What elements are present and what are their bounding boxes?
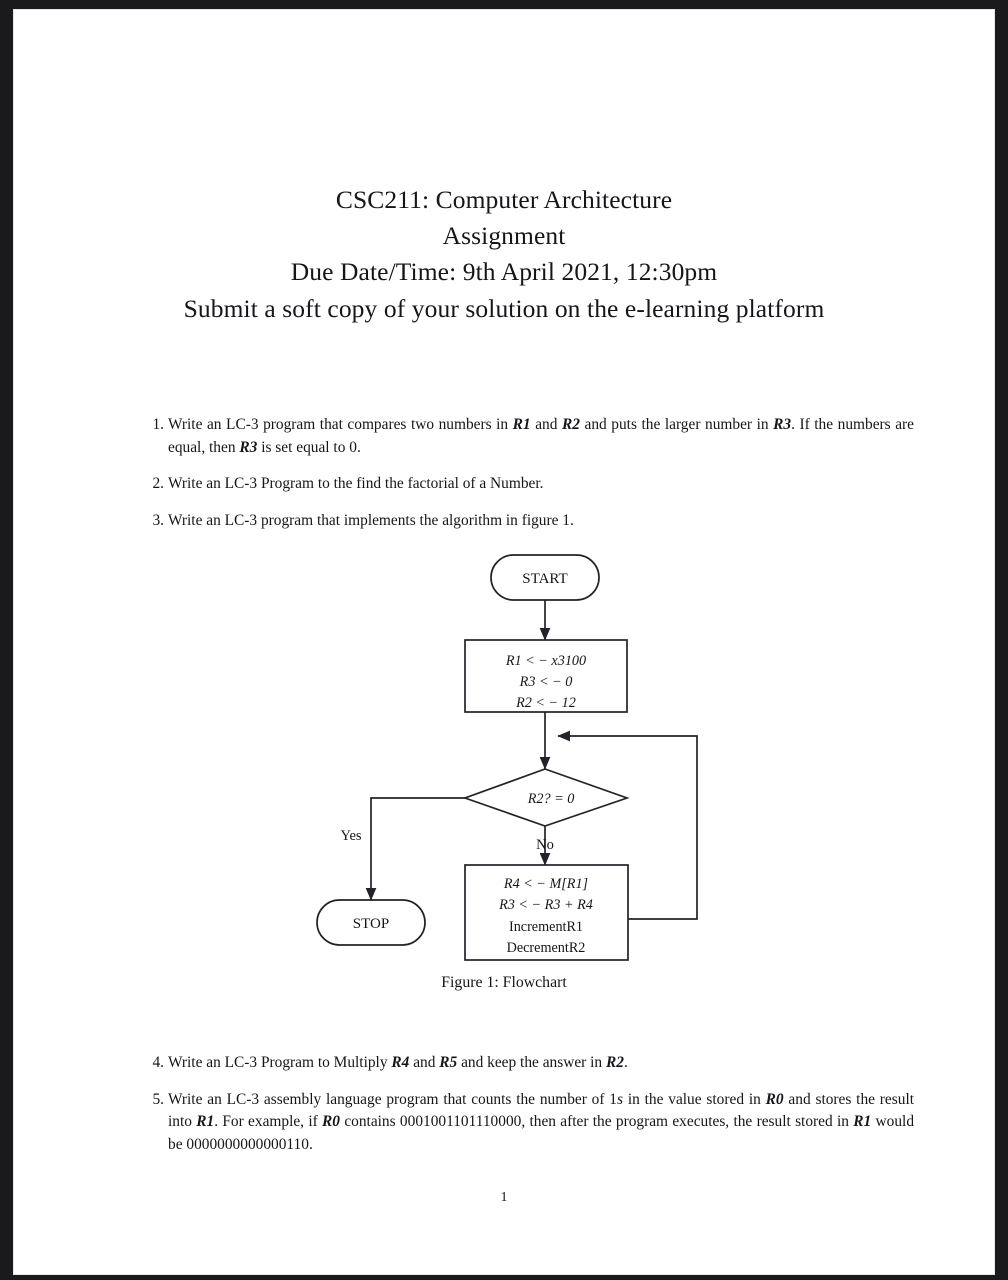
document-title-block: CSC211: Computer Architecture Assignment… <box>14 182 994 327</box>
text-segment: R3 <box>773 416 792 433</box>
text-segment: is set equal to 0. <box>257 438 361 456</box>
title-line-due-date: Due Date/Time: 9th April 2021, 12:30pm <box>290 257 718 287</box>
list-item-text: Write an LC-3 Program to Multiply R4 and… <box>168 1052 914 1075</box>
figure-caption: Figure 1: Flowchart <box>441 974 567 991</box>
node-stop <box>316 899 426 946</box>
node-process-line-4: DecrementR2 <box>507 940 586 956</box>
branch-label-no: No <box>536 837 554 853</box>
page-number: 1 <box>500 1190 508 1205</box>
text-segment: . For example, if <box>214 1113 323 1131</box>
text-segment: . <box>308 1135 313 1153</box>
node-init <box>464 639 628 713</box>
node-stop-label: STOP <box>353 916 389 932</box>
text-segment: s <box>617 1090 624 1108</box>
text-segment: R2 <box>605 1054 624 1071</box>
connector-decision-yes-to-stop <box>365 797 465 901</box>
text-segment: . <box>623 1054 628 1071</box>
text-segment: Write an LC-3 Program to Multiply <box>168 1054 392 1071</box>
text-segment: and keep the answer in <box>457 1054 606 1071</box>
text-segment: , then after the program executes, the r… <box>521 1113 854 1131</box>
list-item: 4.Write an LC-3 Program to Multiply R4 a… <box>142 1052 914 1075</box>
list-item-number: 4. <box>152 1054 164 1071</box>
text-segment: R1 <box>853 1113 872 1131</box>
text-segment: Write an LC-3 program that implements th… <box>168 511 574 529</box>
text-segment: R1 <box>196 1113 215 1131</box>
text-segment: Write an LC-3 Program to the find the fa… <box>168 475 544 493</box>
text-segment: R0 <box>765 1090 784 1108</box>
text-segment: Write an LC-3 assembly language program … <box>168 1090 618 1108</box>
text-segment: in the value stored in <box>623 1090 766 1108</box>
list-item-text: Write an LC-3 program that implements th… <box>168 510 914 533</box>
node-start-label: START <box>522 571 567 587</box>
node-start <box>490 554 600 601</box>
node-init-line-1: R1 < − x3100 <box>505 653 586 669</box>
text-segment: and puts the larger number in <box>579 416 774 433</box>
list-item: 1.Write an LC-3 program that compares tw… <box>142 414 914 459</box>
text-segment: contains <box>340 1113 400 1131</box>
list-item-text: Write an LC-3 Program to the find the fa… <box>168 473 914 496</box>
text-segment: and <box>530 416 562 433</box>
node-init-line-2: R3 < − 0 <box>519 674 573 690</box>
node-decision <box>462 768 630 827</box>
page-content: CSC211: Computer Architecture Assignment… <box>14 10 994 1274</box>
node-process-line-1: R4 < − M[R1] <box>503 876 588 892</box>
list-item-number: 2. <box>152 475 164 493</box>
branch-label-yes: Yes <box>340 828 361 844</box>
text-segment: would be <box>168 1113 915 1153</box>
text-segment: R3 <box>239 438 258 456</box>
title-line-submission: Submit a soft copy of your solution on t… <box>183 293 825 323</box>
text-segment: R5 <box>439 1054 458 1071</box>
list-item-text: Write an LC-3 program that compares two … <box>168 414 914 459</box>
node-process-line-3: IncrementR1 <box>509 919 583 935</box>
node-init-line-3: R2 < − 12 <box>515 695 576 711</box>
text-segment: R4 <box>391 1054 410 1071</box>
list-item-number: 1. <box>152 416 164 433</box>
document-page: CSC211: Computer Architecture Assignment… <box>14 10 994 1274</box>
text-segment: 0001001101110000 <box>399 1113 522 1131</box>
list-item-number: 3. <box>152 511 164 529</box>
list-item-number: 5. <box>152 1090 164 1108</box>
text-segment: and <box>409 1054 440 1071</box>
node-process-line-2: R3 < − R3 + R4 <box>498 897 593 913</box>
title-line-course: CSC211: Computer Architecture <box>335 185 673 214</box>
title-line-assignment: Assignment <box>442 221 566 251</box>
figure-1: START R1 < − x3100 R3 < − 0 R2 < − 12 R2… <box>14 544 994 991</box>
list-item: 2.Write an LC-3 Program to the find the … <box>142 473 914 496</box>
flowchart-svg: START R1 < − x3100 R3 < − 0 R2 < − 12 R2… <box>316 554 698 961</box>
flowchart: START R1 < − x3100 R3 < − 0 R2 < − 12 R2… <box>14 544 994 964</box>
question-list-bottom: 4.Write an LC-3 Program to Multiply R4 a… <box>142 1052 914 1171</box>
list-item: 5.Write an LC-3 assembly language progra… <box>142 1089 914 1157</box>
node-decision-label: R2? = 0 <box>527 791 575 807</box>
question-list-top: 1.Write an LC-3 program that compares tw… <box>142 414 914 547</box>
connector-loop-back <box>557 730 698 920</box>
text-segment: R0 <box>322 1113 341 1131</box>
text-segment: R2 <box>561 416 580 433</box>
text-segment: . If the numbers are equal, then <box>168 416 914 456</box>
text-segment: R1 <box>512 416 531 433</box>
list-item-text: Write an LC-3 assembly language program … <box>168 1089 914 1157</box>
text-segment: 0000000000000110 <box>186 1135 309 1153</box>
node-process <box>464 864 629 961</box>
text-segment: and stores the result into <box>168 1090 914 1131</box>
text-segment: Write an LC-3 program that compares two … <box>168 416 513 433</box>
list-item: 3.Write an LC-3 program that implements … <box>142 510 914 533</box>
